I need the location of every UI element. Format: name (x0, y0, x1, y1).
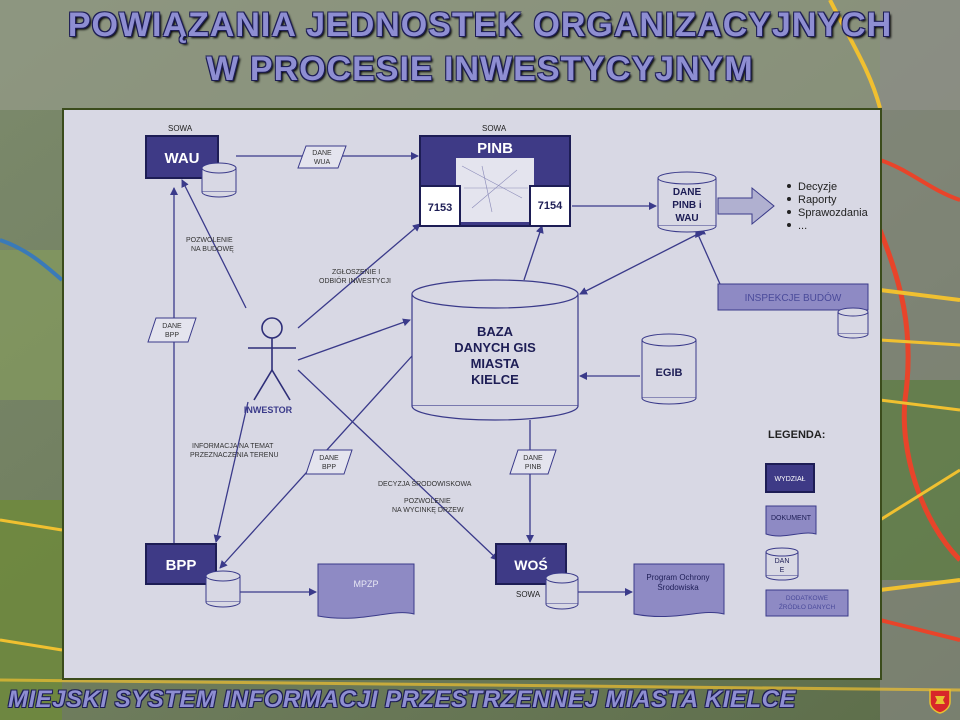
city-crest-icon (929, 689, 951, 714)
pinb-unit[interactable]: SOWA PINB 7153 7154 (419, 124, 571, 227)
pinb-tag: SOWA (482, 124, 507, 133)
svg-text:BPP: BPP (165, 332, 179, 339)
output-item: ... (798, 220, 807, 232)
svg-text:NA BUDOWĘ: NA BUDOWĘ (191, 246, 234, 253)
title-line-2: W PROCESIE INWESTYCYJNYM (206, 50, 754, 88)
inspekcje-budow-source[interactable]: INSPEKCJE BUDÓW (717, 283, 869, 311)
inspekcje-database-icon (837, 307, 869, 339)
wau-tag: SOWA (168, 124, 193, 133)
svg-text:DANE: DANE (162, 323, 182, 330)
arrow-baza-dane-pinb-wau (579, 227, 707, 295)
output-arrow-icon (717, 186, 775, 226)
investor-actor[interactable] (248, 317, 296, 401)
pinb-right-code: 7154 (538, 200, 563, 212)
svg-text:ZGŁOSZENIE I: ZGŁOSZENIE I (332, 269, 380, 276)
svg-text:EGIB: EGIB (656, 367, 683, 379)
legend-dane-2: E (780, 567, 785, 574)
footer-title: MIEJSKI SYSTEM INFORMACJI PRZESTRZENNEJ … (8, 686, 796, 713)
bpp-database-icon (205, 570, 241, 608)
egib-database[interactable]: EGIB (641, 333, 697, 405)
wos-label: WOŚ (514, 556, 547, 573)
dane-wua-flow: DANE WUA (297, 145, 347, 169)
svg-text:INFORMACJA NA TEMAT: INFORMACJA NA TEMAT (192, 443, 274, 450)
output-item: Raporty (798, 194, 837, 206)
svg-text:WAU: WAU (675, 213, 698, 224)
arrow-investor-baza (297, 318, 411, 361)
svg-text:BAZA: BAZA (477, 324, 514, 339)
legend-dokument: DOKUMENT (771, 515, 812, 522)
legend-dodatkowe-1: DODATKOWE (786, 595, 829, 602)
output-item: Decyzje (798, 181, 837, 193)
wau-label: WAU (165, 150, 200, 167)
dane-bpp-left-flow: DANE BPP (147, 317, 197, 343)
svg-text:Program Ochrony: Program Ochrony (646, 573, 709, 582)
process-diagram: SOWA WAU DANE WUA SOWA PINB 7153 7154 DA… (145, 124, 869, 619)
output-item: Sprawozdania (798, 207, 869, 219)
arrow-investor-pinb (297, 223, 421, 329)
legend: LEGENDA: WYDZIAŁ DOKUMENT DAN E DODATKOW… (765, 429, 849, 617)
legend-wydzial: WYDZIAŁ (774, 476, 805, 483)
svg-text:NA WYCINKĘ DRZEW: NA WYCINKĘ DRZEW (392, 507, 464, 514)
svg-text:BPP: BPP (322, 464, 336, 471)
svg-text:DECYZJA ŚRODOWISKOWA: DECYZJA ŚRODOWISKOWA (378, 479, 472, 488)
svg-text:PINB: PINB (525, 464, 542, 471)
svg-text:MPZP: MPZP (353, 579, 378, 589)
wos-unit[interactable]: WOŚ SOWA (495, 543, 567, 599)
svg-text:WUA: WUA (314, 159, 331, 166)
svg-text:ODBIÓR INWESTYCJI: ODBIÓR INWESTYCJI (319, 276, 391, 285)
arrow-investor-wau (181, 179, 247, 309)
wos-tag: SOWA (516, 590, 541, 599)
svg-text:POZWOLENIE: POZWOLENIE (186, 237, 233, 244)
arrow-baza-pinb (523, 225, 544, 281)
pinb-left-code: 7153 (428, 202, 452, 214)
bpp-unit[interactable]: BPP (145, 543, 217, 585)
arrow-investor-bpp (213, 401, 249, 543)
svg-text:DANE: DANE (319, 455, 339, 462)
pinb-label: PINB (477, 140, 513, 157)
wau-database-icon (201, 162, 237, 198)
outputs-list: Decyzje Raporty Sprawozdania ... (787, 181, 869, 232)
svg-text:POZWOLENIE: POZWOLENIE (404, 498, 451, 505)
svg-text:MIASTA: MIASTA (471, 356, 520, 371)
bpp-label: BPP (166, 557, 197, 574)
pinb-thumbnail (456, 158, 534, 222)
dane-pinb-wau-database[interactable]: DANE PINB i WAU (657, 171, 717, 233)
legend-title: LEGENDA: (768, 429, 825, 441)
arrow-inspekcje-dane (695, 229, 721, 285)
dane-bpp-mid-flow: DANE BPP (305, 449, 353, 475)
mpzp-document[interactable]: MPZP (317, 563, 415, 619)
wos-database-icon (545, 572, 579, 610)
svg-text:Środowiska: Środowiska (657, 583, 699, 592)
svg-text:KIELCE: KIELCE (471, 372, 519, 387)
svg-text:DANYCH GIS: DANYCH GIS (454, 340, 536, 355)
title-line-1: POWIĄZANIA JEDNOSTEK ORGANIZACYJNYCH (67, 6, 893, 44)
legend-dodatkowe-2: ŹRÓDŁO DANYCH (779, 602, 836, 611)
svg-text:DANE: DANE (312, 150, 332, 157)
svg-text:DANE: DANE (673, 187, 702, 198)
dane-pinb-flow: DANE PINB (509, 449, 557, 475)
baza-gis-database[interactable]: BAZA DANYCH GIS MIASTA KIELCE (411, 279, 579, 421)
svg-text:DANE: DANE (523, 455, 543, 462)
investor-label: INWESTOR (244, 405, 293, 415)
legend-dane-1: DAN (775, 558, 790, 565)
svg-text:PRZEZNACZENIA TERENU: PRZEZNACZENIA TERENU (190, 452, 279, 459)
svg-text:INSPEKCJE BUDÓW: INSPEKCJE BUDÓW (745, 291, 842, 304)
program-document[interactable]: Program Ochrony Środowiska (633, 563, 725, 617)
svg-text:PINB i: PINB i (672, 200, 702, 211)
